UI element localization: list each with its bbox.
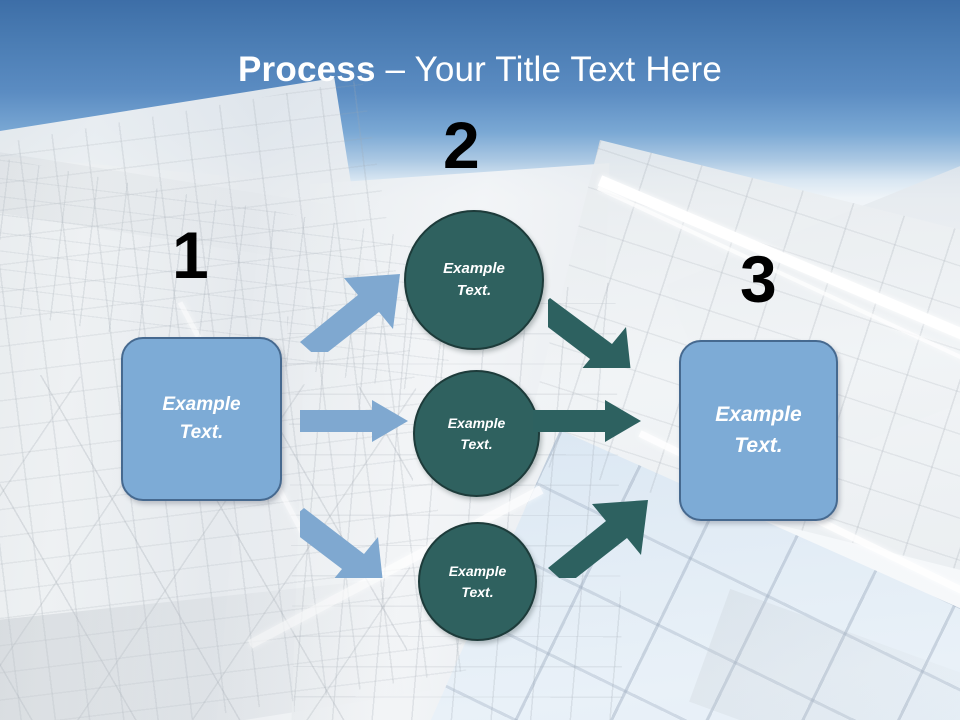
slide-title: Process – Your Title Text Here <box>0 50 960 90</box>
stage-2-circle-top[interactable]: Example Text. <box>404 210 544 350</box>
stage-2-circle-bottom-text: Example Text. <box>449 561 507 602</box>
stage-2-top-line-2: Text. <box>456 282 492 299</box>
stage-2-circle-middle[interactable]: Example Text. <box>413 370 540 497</box>
arrow-blue-right <box>300 400 408 442</box>
stage-3-line-1: Example <box>715 403 802 427</box>
stage-2-bottom-line-1: Example <box>448 563 507 580</box>
title-rest-part: Your Title Text Here <box>414 50 722 89</box>
arrow-teal-right <box>533 400 641 442</box>
stage-2-circle-middle-text: Example Text. <box>448 413 506 454</box>
arrow-teal-up-right <box>548 500 648 578</box>
stage-3-box-text: Example Text. <box>715 400 801 461</box>
stage-3-box[interactable]: Example Text. <box>679 340 838 521</box>
stage-2-middle-line-1: Example <box>447 415 506 432</box>
stage-2-top-line-1: Example <box>443 260 505 278</box>
arrow-blue-down-right <box>300 508 383 578</box>
stage-1-line-2: Text. <box>179 422 224 443</box>
stage-2-circle-bottom[interactable]: Example Text. <box>418 522 537 641</box>
step-number-3: 3 <box>740 242 777 316</box>
stage-2-middle-line-2: Text. <box>460 435 493 452</box>
stage-2-circle-top-text: Example Text. <box>443 258 505 302</box>
step-number-2: 2 <box>443 108 480 182</box>
stage-2-bottom-line-2: Text. <box>461 583 494 600</box>
arrow-teal-down-right <box>548 298 631 368</box>
stage-3-line-2: Text. <box>734 433 783 457</box>
stage-1-line-1: Example <box>162 394 241 416</box>
arrow-blue-up-right <box>300 274 400 352</box>
title-separator: – <box>375 50 415 89</box>
stage-1-box-text: Example Text. <box>162 391 240 446</box>
stage-1-box[interactable]: Example Text. <box>121 337 282 501</box>
title-strong-part: Process <box>238 50 376 89</box>
step-number-1: 1 <box>172 218 209 292</box>
